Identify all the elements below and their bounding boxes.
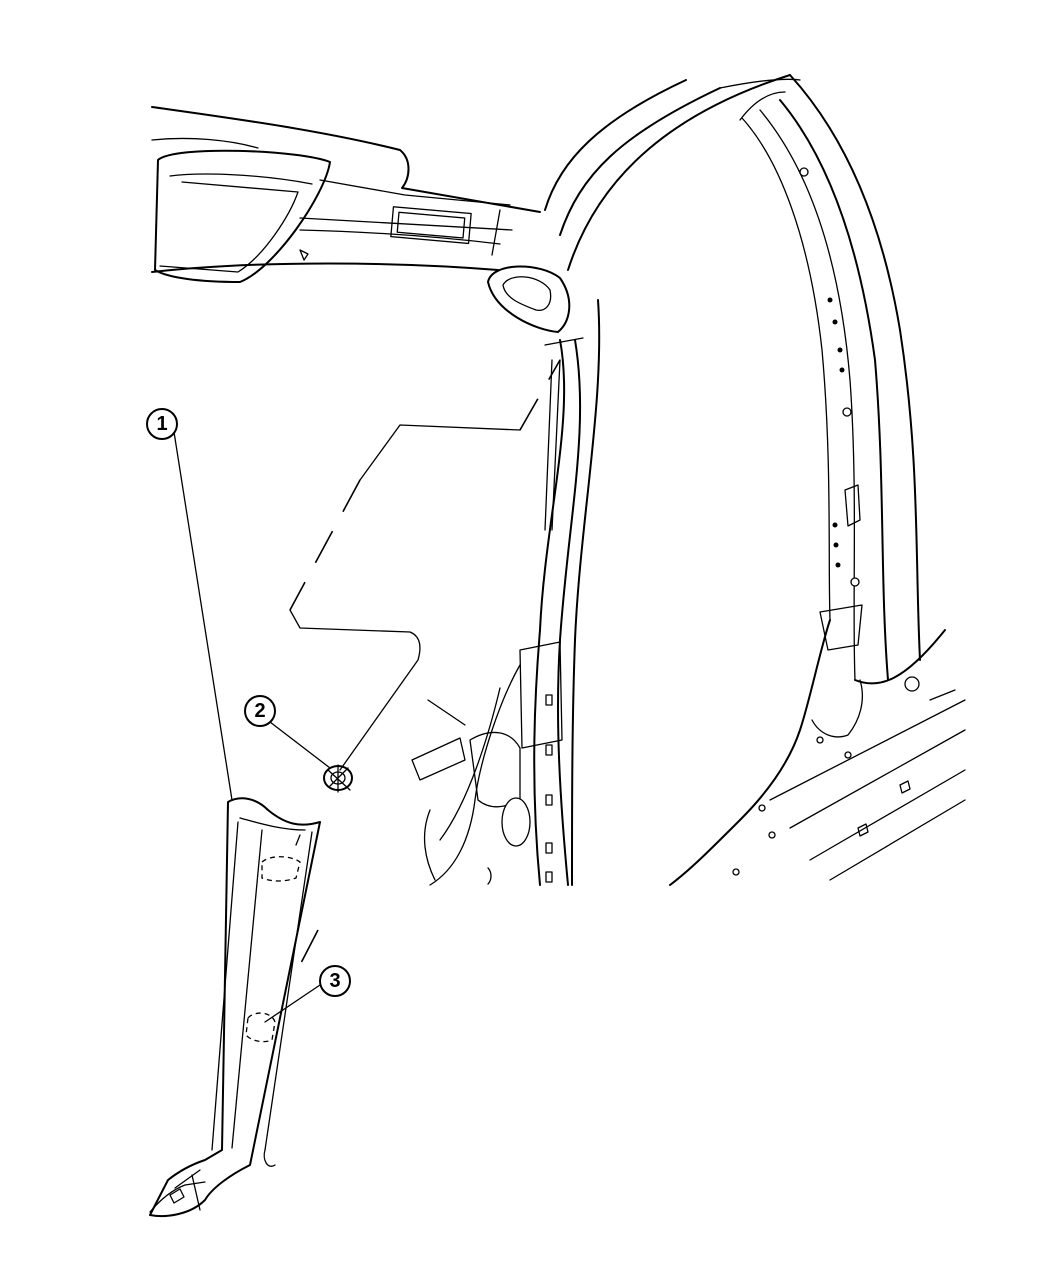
callout-3-number: 3 <box>329 970 341 992</box>
installation-path <box>289 359 561 771</box>
callout-2 <box>244 695 276 727</box>
callout-2-leader <box>269 721 331 769</box>
overhead-console <box>154 149 331 283</box>
callout-1-leader <box>173 431 233 801</box>
grab-handle <box>487 265 571 333</box>
callout-1-number: 1 <box>156 413 168 435</box>
headliner-pocket <box>390 206 472 245</box>
clip <box>323 764 353 793</box>
callout-1 <box>146 408 178 440</box>
callout-3 <box>319 965 351 997</box>
hinge-pocket <box>469 731 521 808</box>
retainer-assembly-line <box>299 929 319 966</box>
pillar-trim-panel <box>149 797 321 1218</box>
callout-3-leader <box>264 984 321 1023</box>
headliner <box>151 106 571 333</box>
door-frame <box>411 74 966 886</box>
callout-2-number: 2 <box>254 700 266 722</box>
